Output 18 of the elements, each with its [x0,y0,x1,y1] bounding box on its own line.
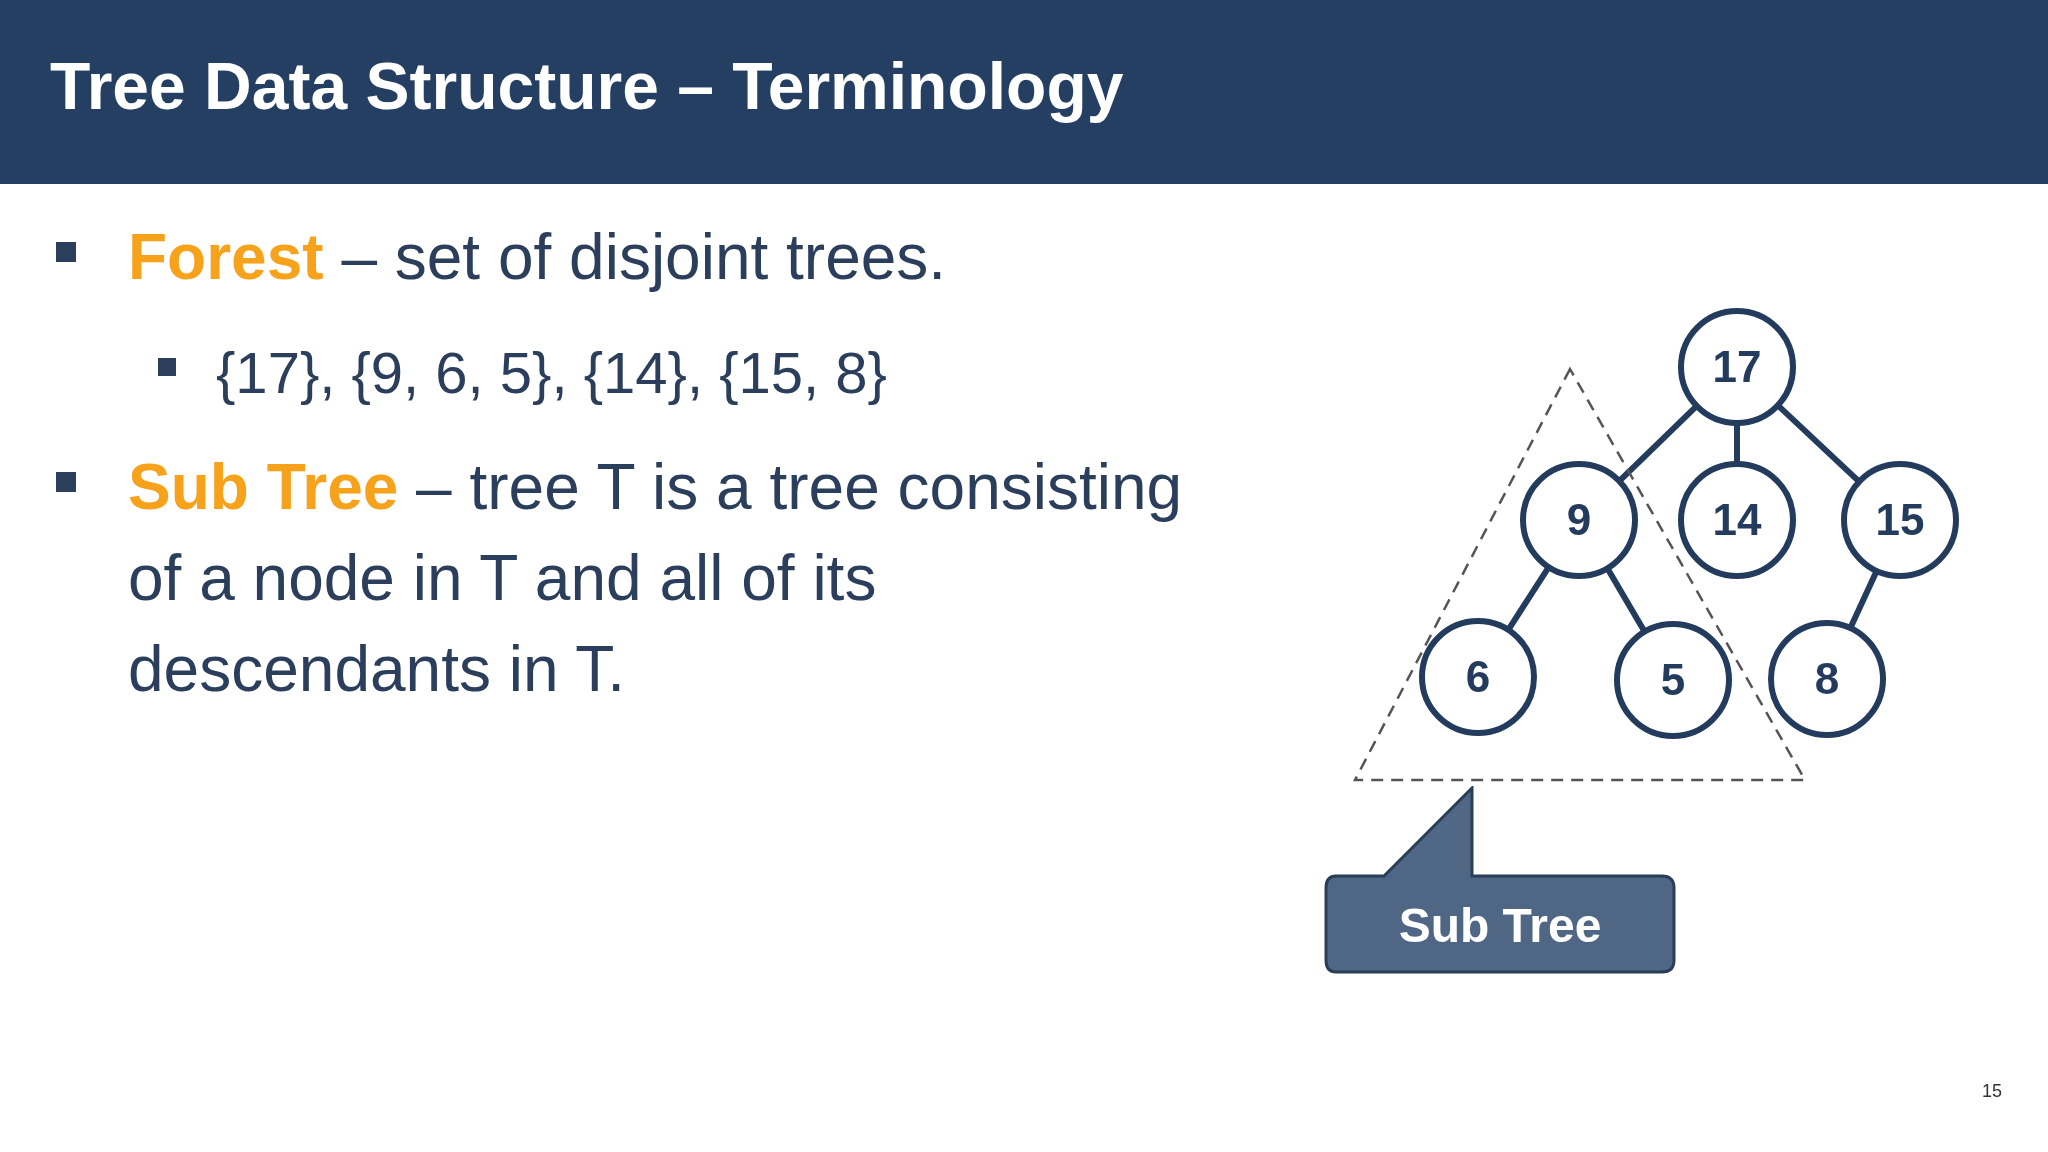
tree-edge [1604,566,1648,634]
tree-node: 15 [1841,461,1959,579]
tree-node: 8 [1768,620,1886,738]
callout: Sub Tree [1322,786,1678,976]
bullet-text: Sub Tree – tree T is a tree consisting of a node in T and all of its descendants in T. [128,450,1184,707]
tree-node: 17 [1678,308,1796,426]
tree-node: 5 [1614,621,1732,739]
tree-edge [1617,403,1699,484]
tree-node: 6 [1419,618,1537,736]
tree-node: 14 [1678,461,1796,579]
tree-edge [1505,565,1552,632]
tree-edge [1775,403,1862,484]
bullet-text: Forest – set of disjoint trees. [128,220,948,295]
tree-edge [1734,423,1740,464]
tree-node: 9 [1520,461,1638,579]
bullet-text: {17}, {9, 6, 5}, {14}, {15, 8} [216,339,888,407]
page-number: 15 [1981,1081,2002,1102]
slide-title: Tree Data Structure – Terminology [50,48,1124,124]
